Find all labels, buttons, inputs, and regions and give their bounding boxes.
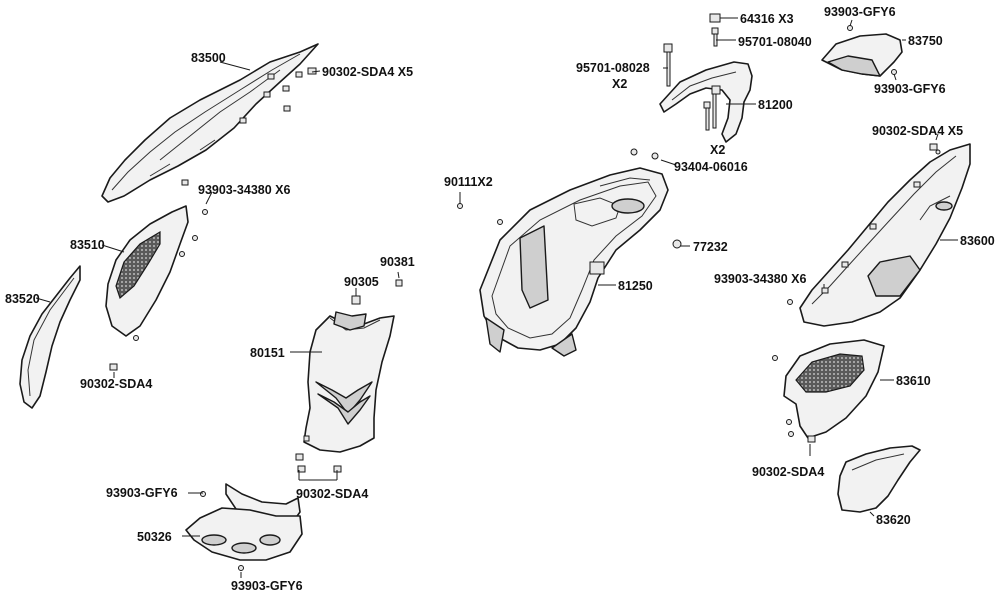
label-83610: 83610 [896,374,931,388]
fastener-90302-left-lower [109,363,118,371]
label-81250: 81250 [618,279,653,293]
label-90302-sda4-right: 90302-SDA4 [752,465,824,479]
label-90305: 90305 [344,275,379,289]
label-90302-sda4-left: 90302-SDA4 [80,377,152,391]
label-83500: 83500 [191,51,226,65]
label-95701-08028-x2: X2 [612,77,627,91]
part-81250-helmet-box [457,148,682,357]
label-90302-sda4-center: 90302-SDA4 [296,487,368,501]
part-50326-lower-cover [185,483,303,571]
label-93903-gfy6-top: 93903-GFY6 [824,5,896,19]
label-90302-sda4-x5-left: 90302-SDA4 X5 [322,65,413,79]
label-83600: 83600 [960,234,995,248]
label-80151: 80151 [250,346,285,360]
label-83620: 83620 [876,513,911,527]
label-83750: 83750 [908,34,943,48]
label-83510: 83510 [70,238,105,252]
part-83750-rear-cover [821,25,903,77]
part-83500-left-side-cover [101,43,319,203]
label-81200: 81200 [758,98,793,112]
label-95701-08028: 95701-08028 [576,61,650,75]
leader-lines [35,17,958,578]
label-93903-gfy6-bottom: 93903-GFY6 [231,579,303,593]
label-93903-34380-x6-right: 93903-34380 X6 [714,272,806,286]
label-93404-06016: 93404-06016 [674,160,748,174]
label-93903-gfy6-right: 93903-GFY6 [874,82,946,96]
part-labels: 83500 90302-SDA4 X5 93903-34380 X6 83510… [5,5,995,593]
label-64316-x3: 64316 X3 [740,12,794,26]
label-90302-sda4-x5-right: 90302-SDA4 X5 [872,124,963,138]
part-83510-left-grille-panel [105,205,189,337]
part-83600-right-side-cover [772,143,971,437]
label-81200-x2: X2 [710,143,725,157]
label-77232: 77232 [693,240,728,254]
label-93903-gfy6-mid: 93903-GFY6 [106,486,178,500]
label-90111x2: 90111X2 [444,175,493,189]
part-80151-front-inner-panel [295,279,403,473]
part-83520-left-strip [19,265,81,409]
label-50326: 50326 [137,530,172,544]
label-90381: 90381 [380,255,415,269]
label-83520: 83520 [5,292,40,306]
label-95701-08040: 95701-08040 [738,35,812,49]
part-81200-rear-carrier [659,13,753,143]
part-83620-right-strip [837,445,921,513]
part-83610-right-grille-panel [783,339,885,443]
label-93903-34380-x6-left: 93903-34380 X6 [198,183,290,197]
